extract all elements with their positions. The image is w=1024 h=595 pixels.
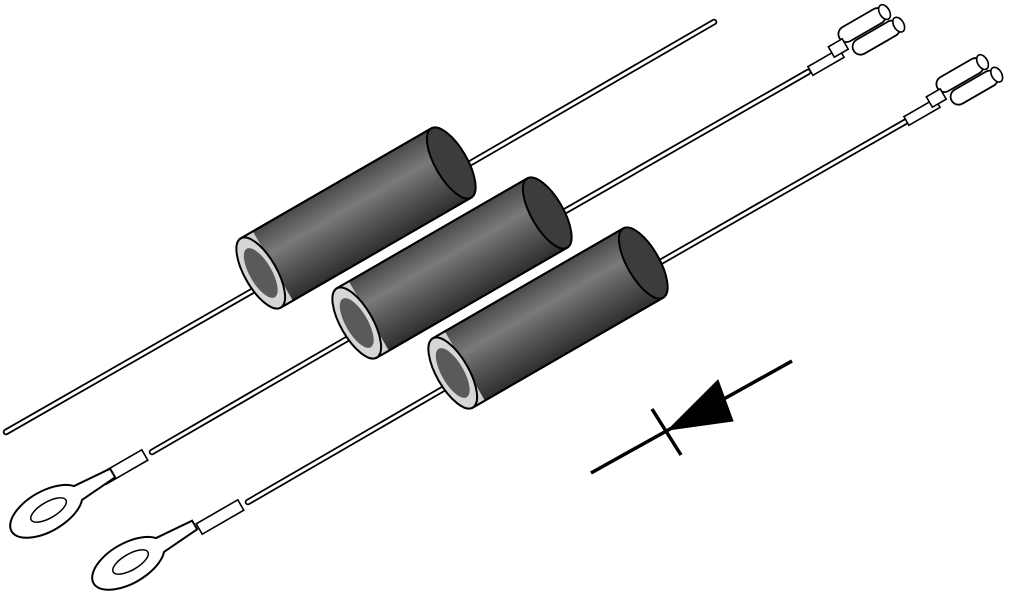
diode-3 [91,53,1004,591]
diode-2 [9,3,906,539]
diode-2-spade-terminal [827,3,906,59]
diode-3-spade-terminal [925,53,1004,109]
diode-2-ring-terminal [9,467,117,539]
diode-1 [2,18,718,436]
diode-symbol-icon [590,359,793,475]
diode-3-body [427,226,669,410]
diode-2-body [331,176,573,360]
diode-1-body [235,126,477,310]
diode-3-ring-terminal [91,519,199,591]
